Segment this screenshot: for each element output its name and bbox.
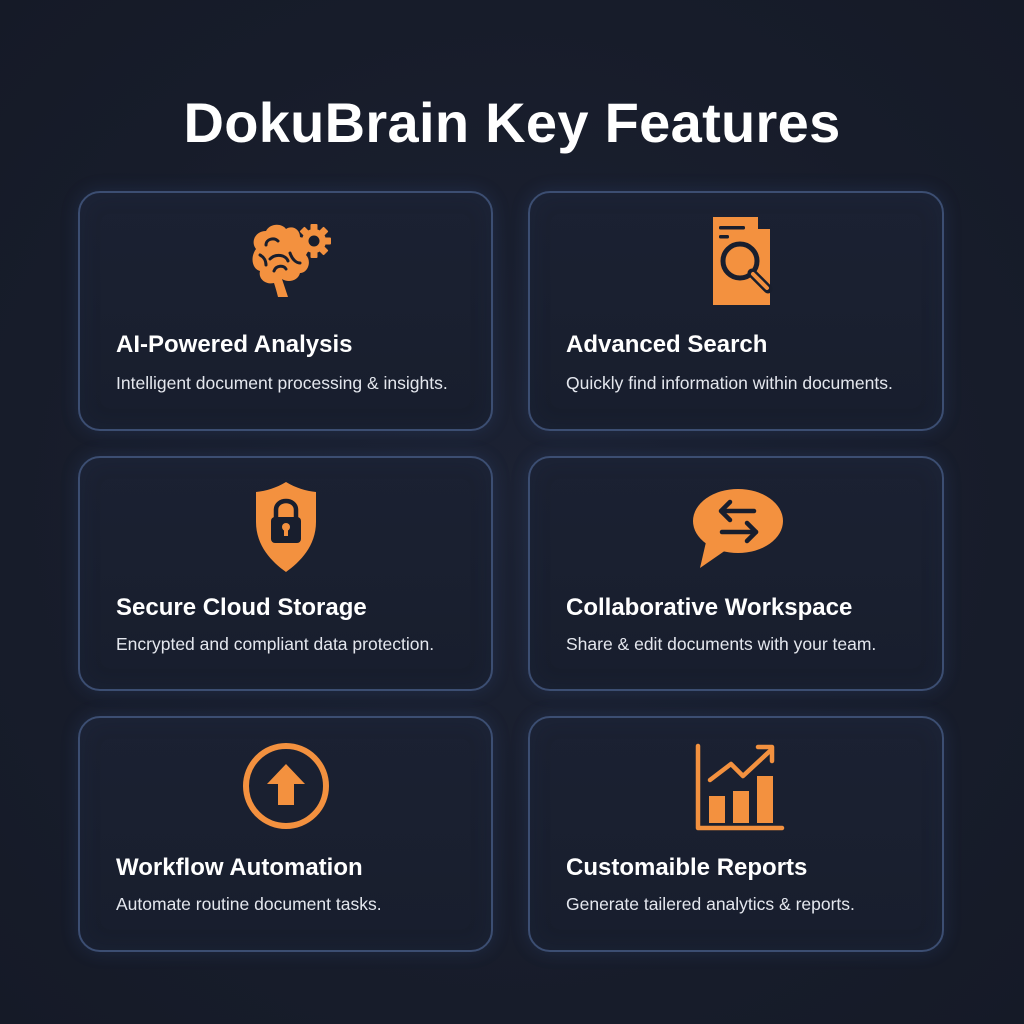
shield-lock-icon — [226, 476, 346, 576]
feature-description: Automate routine document tasks. — [116, 894, 382, 914]
feature-card-workflow-automation: Workflow Automation Automate routine doc… — [78, 716, 493, 952]
page-title: DokuBrain Key Features — [183, 90, 841, 154]
feature-description: Generate tailered analytics & reports. — [566, 894, 855, 914]
feature-title: Secure Cloud Storage — [116, 594, 367, 621]
bar-chart-trend-icon — [676, 736, 796, 836]
feature-card-ai-analysis: AI-Powered Analysis Intelligent document… — [78, 191, 493, 431]
feature-description: Intelligent document processing & insigh… — [116, 373, 448, 393]
feature-description: Quickly find information within document… — [566, 373, 893, 393]
feature-card-secure-storage: Secure Cloud Storage Encrypted and compl… — [78, 456, 493, 691]
feature-description: Share & edit documents with your team. — [566, 634, 877, 654]
feature-title: Advanced Search — [566, 331, 768, 358]
chat-exchange-icon — [676, 476, 796, 576]
feature-title: Customaible Reports — [566, 854, 808, 881]
feature-title: Collaborative Workspace — [566, 594, 853, 621]
feature-card-collaborative-workspace: Collaborative Workspace Share & edit doc… — [528, 456, 944, 691]
feature-title: Workflow Automation — [116, 854, 363, 881]
brain-gear-icon — [226, 211, 346, 311]
document-search-icon — [676, 211, 796, 311]
feature-description: Encrypted and compliant data protection. — [116, 634, 435, 654]
feature-card-advanced-search: Advanced Search Quickly find information… — [528, 191, 944, 431]
circle-up-arrow-icon — [226, 736, 346, 836]
feature-title: AI-Powered Analysis — [116, 331, 353, 358]
feature-card-customizable-reports: Customaible Reports Generate tailered an… — [528, 716, 944, 952]
